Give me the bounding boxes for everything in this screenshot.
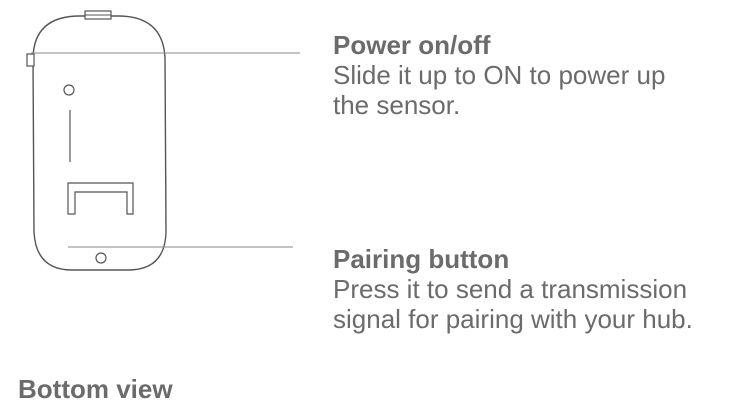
power-callout-desc-line1: Slide it up to ON to power up [333, 60, 666, 90]
led-indicator-icon [63, 84, 75, 96]
pairing-button-icon [95, 252, 107, 264]
pairing-callout-desc-line1: Press it to send a transmission [333, 274, 688, 304]
pairing-callout-title: Pairing button [333, 244, 510, 274]
power-switch-icon [26, 53, 35, 67]
pairing-callout: Pairing button Press it to send a transm… [333, 244, 748, 334]
mounting-clip [67, 182, 134, 215]
sensor-device-outline [32, 15, 167, 271]
power-callout-title: Power on/off [333, 30, 491, 60]
pairing-callout-desc-line2: signal for pairing with your hub. [333, 304, 693, 334]
power-callout-desc-line2: the sensor. [333, 90, 461, 120]
view-caption: Bottom view [18, 374, 173, 404]
power-callout: Power on/off Slide it up to ON to power … [333, 30, 748, 120]
